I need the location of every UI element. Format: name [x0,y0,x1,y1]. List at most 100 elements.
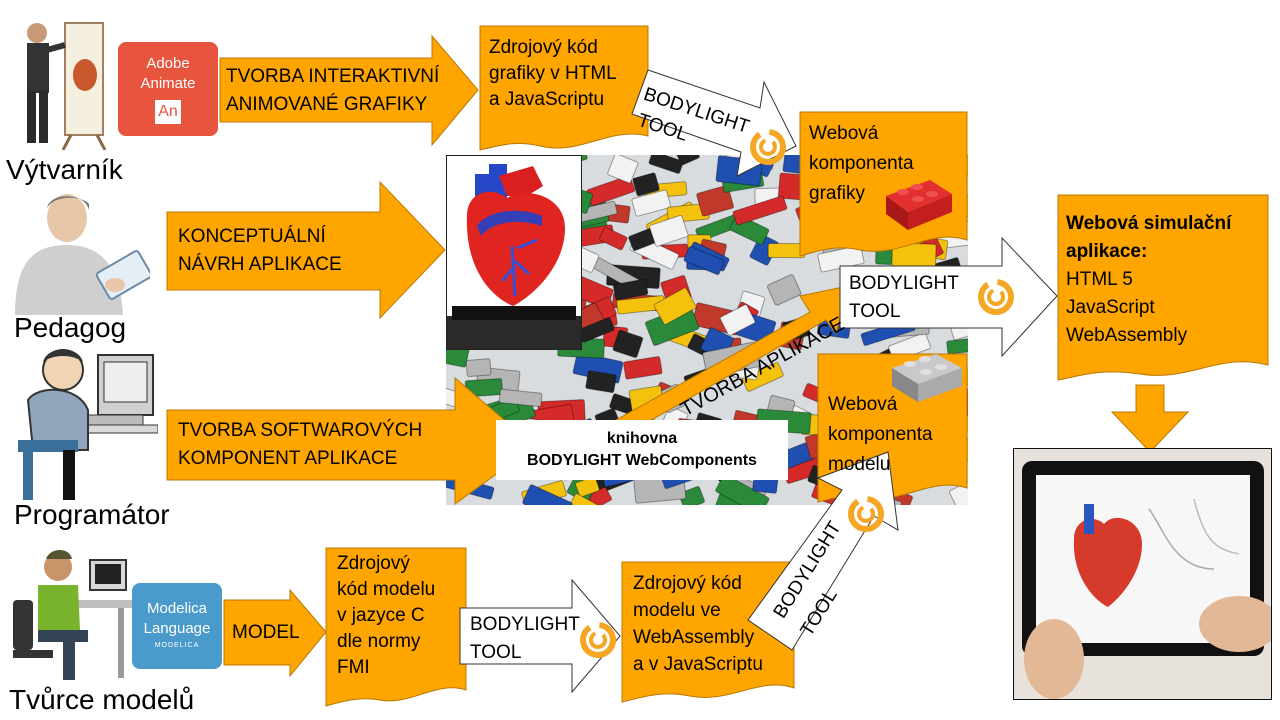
lego-brick [623,356,663,380]
role-label-programmer: Programátor [14,499,170,530]
graphics-component-line: komponenta [809,153,914,174]
graphics-source-line: grafiky v HTML [489,63,617,84]
web-app-text: Webová simulační aplikace: HTML 5 JavaSc… [1066,210,1231,350]
software-arrow-label-1: TVORBA SOFTWAROVÝCH [178,420,423,441]
modelica-logo-line1: Modelica [146,600,208,617]
adobe-animate-logo: Adobe Animate An [118,42,218,136]
lego-brick [649,215,689,247]
graphics-arrow [219,34,479,147]
lego-brick [648,155,684,174]
web-app-title-line: Webová simulační [1066,213,1232,234]
gray-brick-icon [892,354,962,402]
concept-arrow-label-1: KONCEPTUÁLNÍ [178,226,326,247]
software-arrow [166,376,536,505]
heart-model-image [446,155,582,350]
model-arrow [223,588,327,678]
c-source-line: FMI [337,657,370,678]
graphics-source-text: Zdrojový kód grafiky v HTML a JavaScript… [489,35,617,113]
lego-brick [715,474,770,505]
tool-arrow-c [459,578,621,694]
concept-arrow-label-2: NÁVRH APLIKACE [178,254,342,275]
wasm-source-line: modelu ve [633,600,721,621]
concept-arrow [166,180,446,320]
modelica-logo-mark: MODELICA [154,642,200,649]
lego-brick [612,329,644,359]
lego-brick [696,184,735,217]
wasm-source-text: Zdrojový kód modelu ve WebAssembly a v J… [633,570,763,678]
lego-brick [498,388,543,408]
role-label-artist: Výtvarník [6,154,123,185]
graphics-arrow-label-2: ANIMOVANÉ GRAFIKY [226,94,428,115]
wasm-source-line: Zdrojový kód [633,573,742,594]
animate-logo-line1: Adobe [146,55,190,72]
wasm-source-line: WebAssembly [633,627,755,648]
lego-brick [631,189,672,217]
model-component-line: komponenta [828,424,933,445]
web-app-doc [1057,194,1269,381]
tool-arrow-wasm [747,451,899,651]
programmer-figure-icon [18,349,158,500]
c-source-doc [325,547,467,707]
graphics-component-line: grafiky [809,183,865,204]
animate-logo-mark: An [155,100,181,124]
graphics-component-line: Webová [809,123,879,144]
graphics-source-line: a JavaScriptu [489,89,605,110]
modelica-language-logo: Modelica Language MODELICA [132,583,222,669]
tool-app-label-1: BODYLIGHT [849,273,959,294]
lego-brick [719,304,756,336]
graphics-component-text: Webová komponenta grafiky [809,119,914,209]
library-label: knihovna BODYLIGHT WebComponents [496,420,788,480]
lego-brick [612,278,649,301]
model-component-line: modelu [828,454,891,475]
tool-c-label-1: BODYLIGHT [470,614,580,635]
c-source-line: kód modelu [337,579,436,600]
down-arrow [1110,384,1190,453]
graphics-arrow-label-1: TVORBA INTERAKTIVNÍ [226,66,440,87]
lego-brick [653,287,697,325]
lego-brick [946,336,968,355]
teacher-figure-icon [15,194,150,315]
lego-brick [632,172,660,197]
red-brick-icon [886,180,952,230]
web-app-item: WebAssembly [1066,325,1188,346]
c-source-line: Zdrojový [337,553,410,574]
role-label-modeler: Tvůrce modelů [9,684,195,715]
modelica-logo-line2: Language [143,620,211,637]
tool-c-label-2: TOOL [470,642,522,663]
lego-brick [732,195,788,226]
web-app-item: JavaScript [1066,297,1155,318]
software-arrow-label-2: KOMPONENT APLIKACE [178,448,398,469]
library-label-line1: knihovna [606,430,678,447]
wasm-source-doc [621,561,795,703]
animate-logo-line2: Animate [140,75,196,92]
c-source-line: dle normy [337,631,421,652]
tool-app-label-2: TOOL [849,301,901,322]
graphics-source-line: Zdrojový kód [489,37,598,58]
lego-brick [766,274,802,306]
tool-arrow-app [839,236,1058,358]
lego-brick [683,246,725,276]
role-label-teacher: Pedagog [14,312,127,343]
graphics-source-doc [479,25,649,151]
lego-brick [741,362,784,392]
tablet-photo [1013,448,1272,700]
lego-brick [522,484,573,505]
lego-brick [674,155,700,166]
c-source-line: v jazyce C [337,605,425,626]
library-label-line2: BODYLIGHT WebComponents [527,452,757,469]
wasm-source-line: a v JavaScriptu [633,654,763,675]
lego-brick [465,358,492,377]
modeler-figure-icon [13,550,133,680]
model-component-text: Webová komponenta modelu [828,390,933,480]
artist-figure-icon [27,22,107,150]
lego-brick [678,486,705,505]
web-app-title-line: aplikace: [1066,241,1148,262]
lego-brick [585,370,617,394]
model-component-line: Webová [828,394,898,415]
model-arrow-label: MODEL [232,622,300,643]
c-source-text: Zdrojový kód modelu v jazyce C dle normy… [337,551,435,681]
lego-brick [598,226,628,251]
lego-brick [607,155,639,184]
web-app-item: HTML 5 [1066,269,1133,290]
